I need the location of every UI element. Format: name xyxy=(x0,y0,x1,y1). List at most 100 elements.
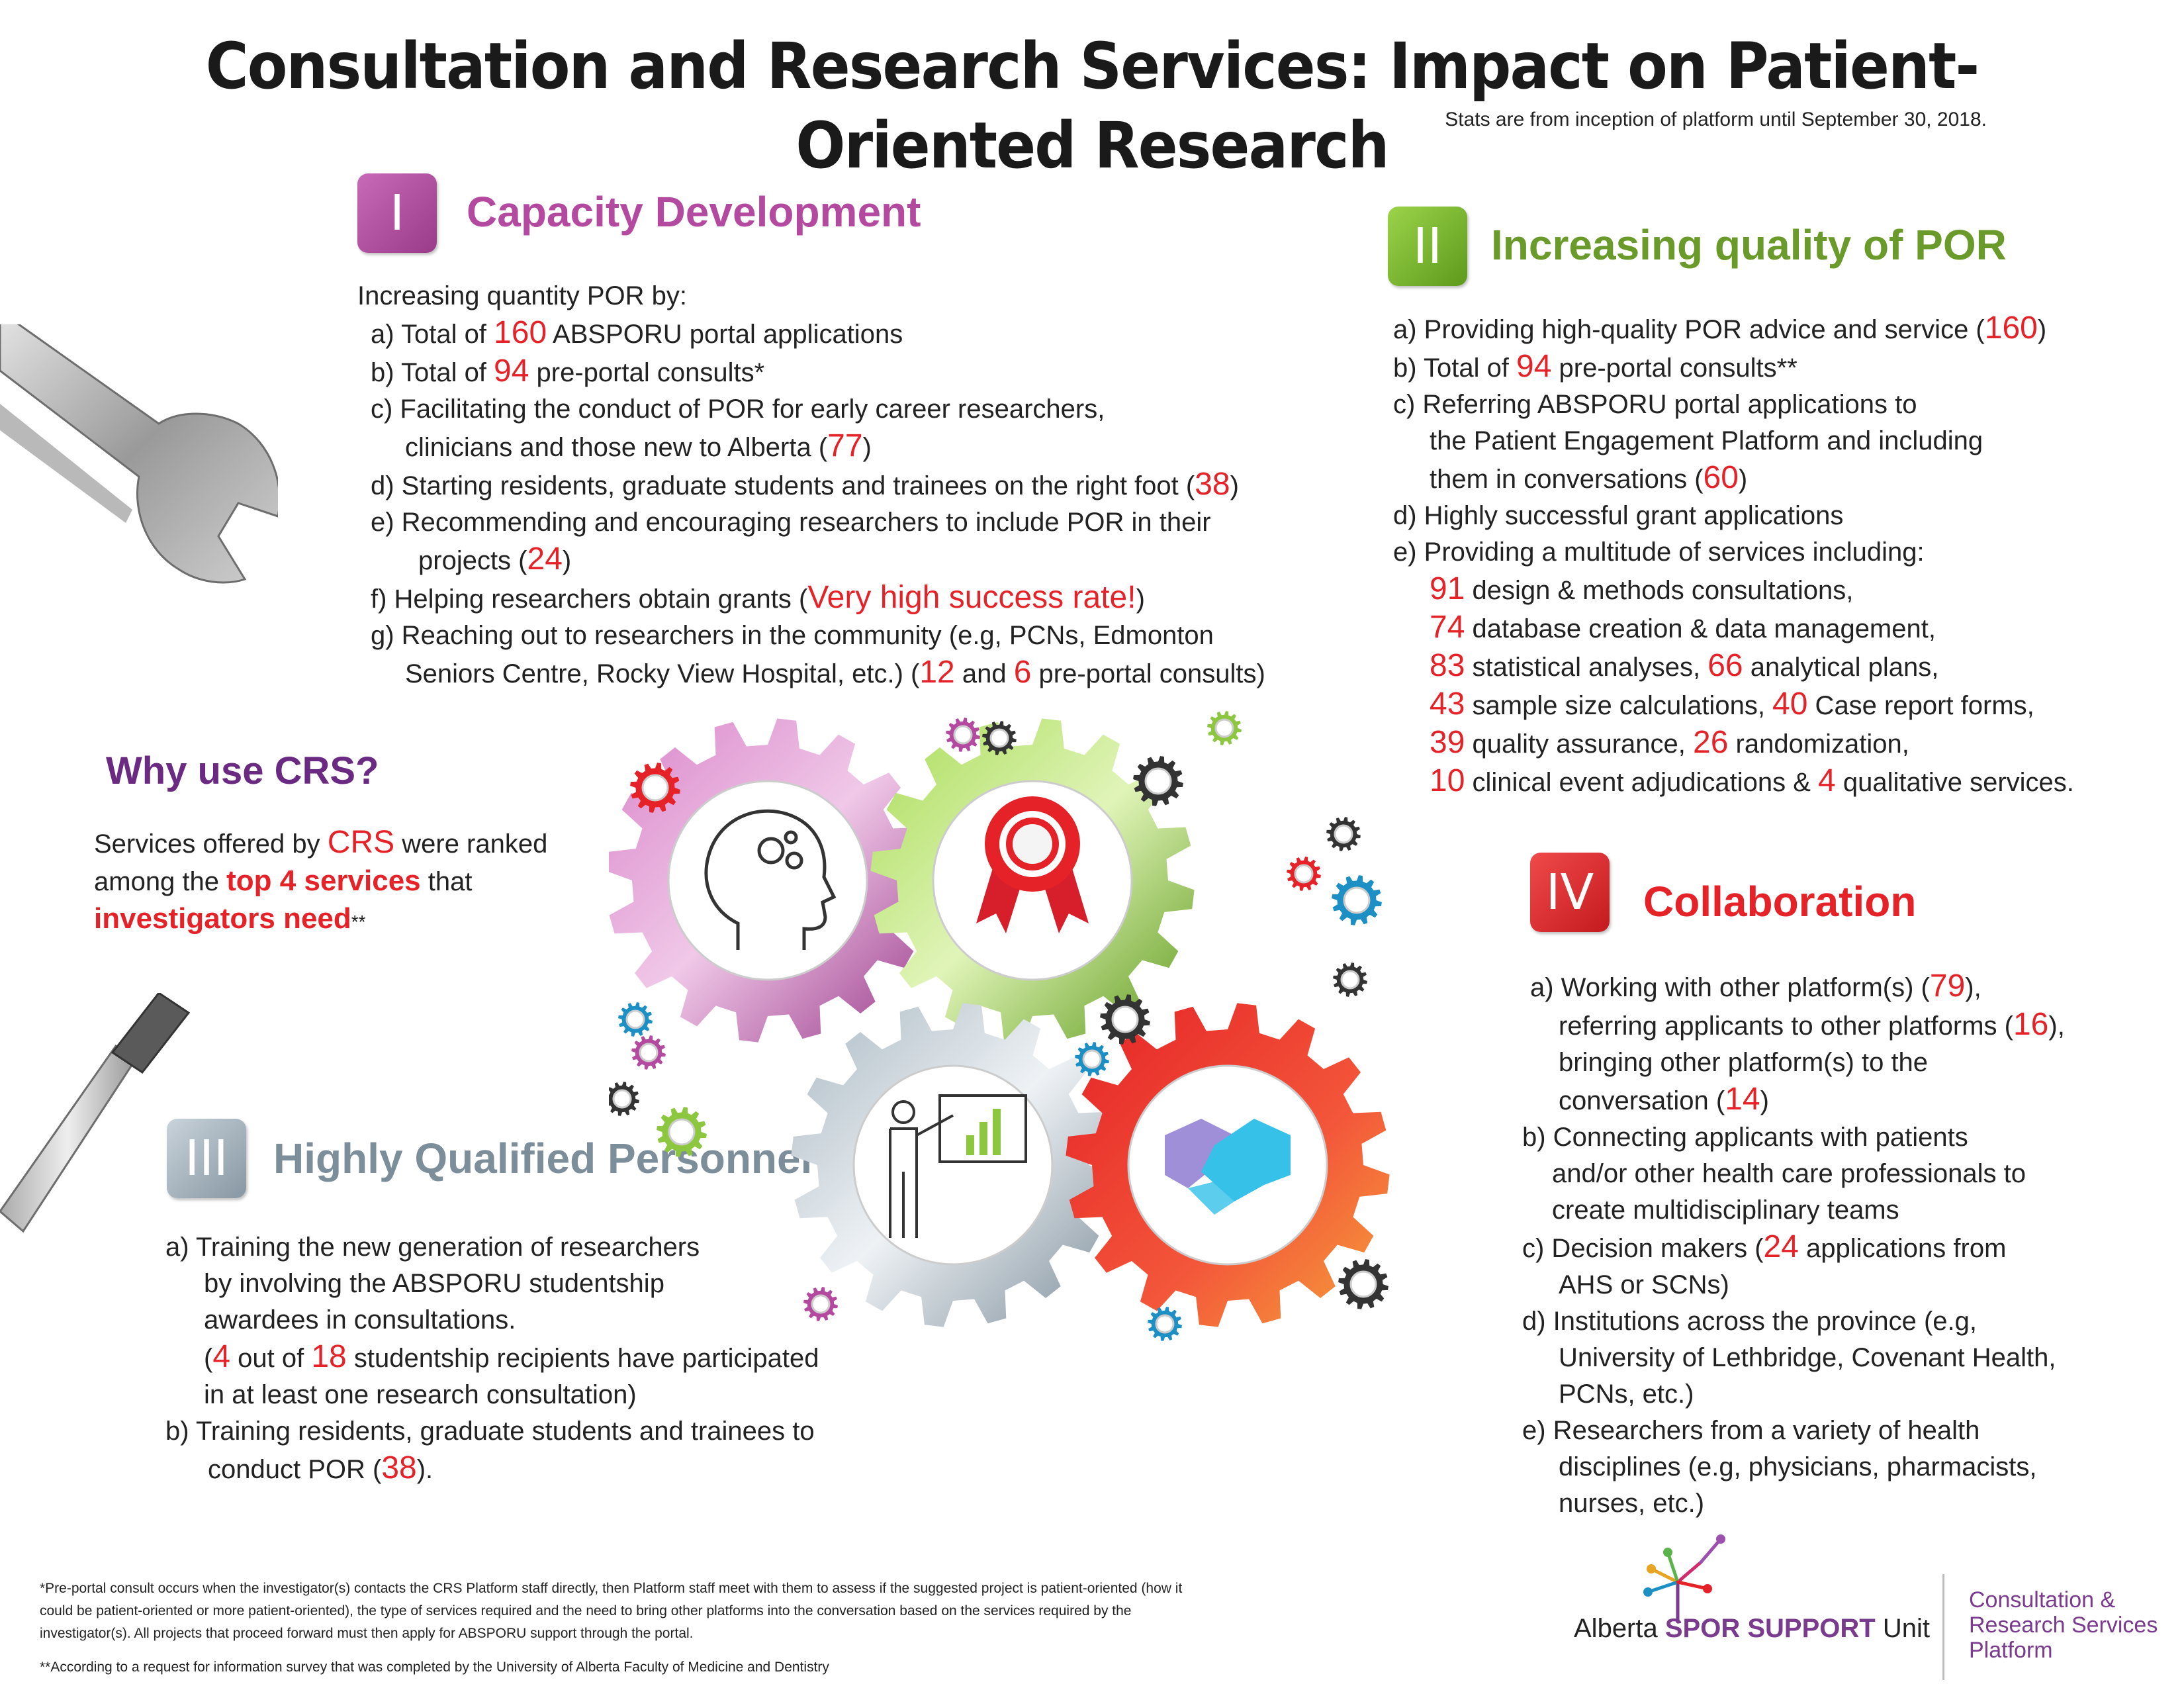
s3-item-a-cont2: awardees in consultations. xyxy=(204,1305,516,1335)
why-line1: Services offered by CRS were ranked xyxy=(94,825,548,860)
section2-title: Increasing quality of POR xyxy=(1491,221,2007,269)
small-gear-2-hole xyxy=(989,728,1009,748)
s1-item-c: c) Facilitating the conduct of POR for e… xyxy=(371,395,1105,424)
section1-body: Increasing quantity POR by: a) Total of … xyxy=(357,278,1265,692)
s2-service-2: 74 database creation & data management, xyxy=(1430,610,1936,645)
small-gear-4-hole xyxy=(1334,824,1353,844)
footnote-2: **According to a request for information… xyxy=(40,1660,829,1675)
s2-item-c: c) Referring ABSPORU portal applications… xyxy=(1393,390,1917,419)
s1-item-g-cont: Seniors Centre, Rocky View Hospital, etc… xyxy=(405,655,1265,690)
s1-item-a: a) Total of 160 ABSPORU portal applicati… xyxy=(371,315,903,350)
gear-purple-hole xyxy=(667,780,868,981)
s4-item-d-cont2: PCNs, etc.) xyxy=(1559,1380,1694,1409)
small-gear-17-hole xyxy=(1155,1314,1175,1334)
section1-intro: Increasing quantity POR by: xyxy=(357,281,688,310)
s4-item-b-cont2: create multidisciplinary teams xyxy=(1552,1196,1899,1225)
s4-item-b: b) Connecting applicants with patients xyxy=(1522,1123,1968,1152)
s3-item-a-cont4: in at least one research consultation) xyxy=(204,1380,637,1409)
section3-body: a) Training the new generation of resear… xyxy=(165,1229,819,1488)
s4-item-a-cont1: referring applicants to other platforms … xyxy=(1559,1007,2065,1042)
crs-platform-logo: Consultation & Research Services Platfor… xyxy=(1969,1587,2158,1663)
why-line3: investigators need** xyxy=(94,902,366,935)
footnote-1-line2: could be patient-oriented or more patien… xyxy=(40,1603,1132,1618)
s2-item-d: d) Highly successful grant applications xyxy=(1393,501,1844,530)
s1-item-e-cont: projects (24) xyxy=(418,541,572,577)
gears-illustration xyxy=(609,711,1390,1341)
s4-item-a-cont3: conversation (14) xyxy=(1559,1082,1769,1117)
s1-item-d: d) Starting residents, graduate students… xyxy=(371,467,1239,502)
section1-title: Capacity Development xyxy=(467,188,921,236)
s4-item-a: a) Working with other platform(s) (79), xyxy=(1530,968,1981,1004)
s1-item-f: f) Helping researchers obtain grants (Ve… xyxy=(371,580,1145,615)
small-gear-11-hole xyxy=(1214,718,1234,738)
small-gear-12-hole xyxy=(1111,1006,1139,1033)
s2-service-4: 43 sample size calculations, 40 Case rep… xyxy=(1430,686,2034,722)
small-gear-14-hole xyxy=(811,1294,831,1314)
s2-service-6: 10 clinical event adjudications & 4 qual… xyxy=(1430,763,2074,798)
s4-item-d-cont1: University of Lethbridge, Covenant Healt… xyxy=(1559,1343,2056,1372)
handshake-icon xyxy=(1165,1119,1291,1215)
platform-line2: Research Services xyxy=(1969,1613,2158,1638)
s1-item-g: g) Reaching out to researchers in the co… xyxy=(371,621,1214,650)
section2-badge: II xyxy=(1388,207,1467,286)
s3-item-b: b) Training residents, graduate students… xyxy=(165,1417,815,1446)
s2-item-c-cont1: the Patient Engagement Platform and incl… xyxy=(1430,426,1983,455)
footnote-1: *Pre-portal consult occurs when the inve… xyxy=(40,1577,1430,1645)
s4-item-e: e) Researchers from a variety of health xyxy=(1522,1416,1980,1445)
small-gear-15-hole xyxy=(1349,1270,1377,1298)
small-gear-16-hole xyxy=(1340,970,1360,990)
s4-item-c-cont: AHS or SCNs) xyxy=(1559,1270,1729,1299)
title-strong: Impact xyxy=(1388,29,1610,103)
footnote-1-line1: *Pre-portal consult occurs when the inve… xyxy=(40,1581,1183,1596)
s2-service-3: 83 statistical analyses, 66 analytical p… xyxy=(1430,648,1939,683)
small-gear-0-hole xyxy=(641,774,669,802)
small-gear-13-hole xyxy=(1082,1049,1102,1069)
screwdriver-icon xyxy=(0,993,191,1233)
logo-unit: Unit xyxy=(1875,1614,1930,1643)
small-gear-6-hole xyxy=(1343,886,1371,914)
s2-item-e: e) Providing a multitude of services inc… xyxy=(1393,538,1925,567)
s4-item-a-cont2: bringing other platform(s) to the xyxy=(1559,1048,1929,1077)
s4-item-b-cont1: and/or other health care professionals t… xyxy=(1552,1159,2026,1188)
s2-item-b: b) Total of 94 pre-portal consults** xyxy=(1393,349,1797,384)
small-gear-10-hole xyxy=(625,1009,645,1029)
s3-item-b-cont: conduct POR (38). xyxy=(208,1450,433,1485)
title-part1: Consultation and Research Services: xyxy=(205,29,1371,103)
small-gear-1-hole xyxy=(953,725,973,745)
page-title: Consultation and Research Services: Impa… xyxy=(87,26,2097,185)
logo-divider xyxy=(1942,1574,1944,1680)
s2-service-5: 39 quality assurance, 26 randomization, xyxy=(1430,725,1909,760)
s3-item-a-cont3: (4 out of 18 studentship recipients have… xyxy=(204,1339,819,1374)
small-gear-3-hole xyxy=(1144,767,1172,795)
wrench-icon xyxy=(0,324,278,584)
s4-item-c: c) Decision makers (24 applications from xyxy=(1522,1229,2007,1264)
section2-body: a) Providing high-quality POR advice and… xyxy=(1393,310,2074,801)
brain-gear-icon xyxy=(704,809,837,950)
presenter-chart-icon xyxy=(889,1094,1027,1238)
s3-item-a-cont1: by involving the ABSPORU studentship xyxy=(204,1269,664,1298)
s2-item-c-cont2: them in conversations (60) xyxy=(1430,460,1748,495)
title-part2: on Patient-Oriented Research xyxy=(796,29,1979,183)
s4-item-e-cont2: nurses, etc.) xyxy=(1559,1489,1705,1518)
award-ribbon-icon xyxy=(976,796,1089,933)
s3-item-a: a) Training the new generation of resear… xyxy=(165,1233,700,1262)
logo-alberta: Alberta xyxy=(1574,1614,1658,1643)
section1-badge: I xyxy=(357,173,437,253)
small-gear-7-hole xyxy=(639,1043,659,1062)
s2-service-1: 91 design & methods consultations, xyxy=(1430,571,1854,606)
footnote-1-line3: investigator(s). All projects that proce… xyxy=(40,1626,694,1641)
section4-body: a) Working with other platform(s) (79), … xyxy=(1522,968,2065,1522)
platform-line1: Consultation & xyxy=(1969,1587,2116,1613)
section4-title: Collaboration xyxy=(1643,878,1917,925)
small-gear-5-hole xyxy=(1294,864,1314,884)
spor-logo-text: Alberta SPOR SUPPORT Unit xyxy=(1574,1614,1930,1644)
small-gear-8-hole xyxy=(612,1089,632,1109)
s1-item-c-cont: clinicians and those new to Alberta (77) xyxy=(405,428,872,463)
section3-title: Highly Qualified Personnel xyxy=(273,1135,813,1182)
subtitle: Stats are from inception of platform unt… xyxy=(1445,109,1987,130)
s1-item-e: e) Recommending and encouraging research… xyxy=(371,508,1211,537)
why-line2: among the top 4 services that xyxy=(94,865,473,897)
small-gear-9-hole xyxy=(668,1118,696,1146)
logo-spor: SPOR SUPPORT xyxy=(1664,1614,1876,1643)
why-body: Services offered by CRS were ranked amon… xyxy=(94,824,547,940)
